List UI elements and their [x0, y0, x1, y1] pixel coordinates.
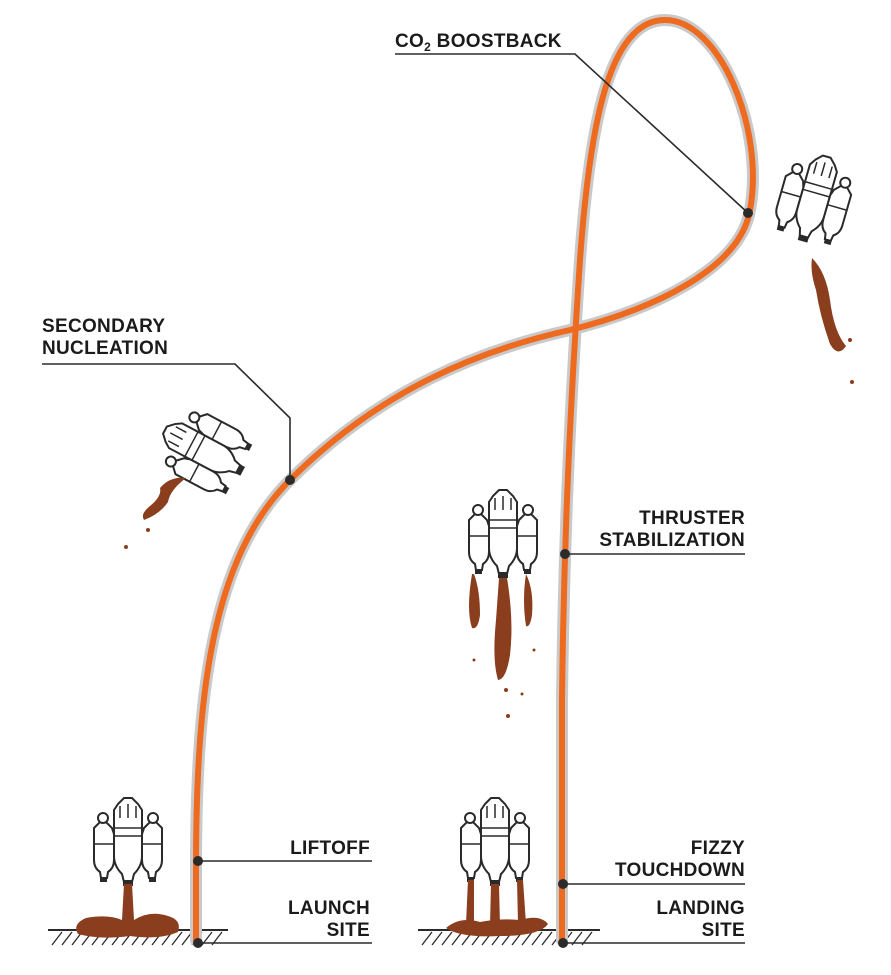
soda-splash-icon: [469, 574, 536, 718]
bottle-rocket-icon: [468, 489, 538, 579]
anchor-dots: [193, 208, 753, 948]
bottle-rocket-icon: [768, 146, 861, 252]
label-launch-site: LAUNCH SITE: [287, 898, 370, 941]
soda-splash-icon: [76, 884, 179, 938]
bottle-rocket-icon: [93, 797, 163, 887]
label-thruster-stabilization: THRUSTER STABILIZATION: [599, 508, 745, 551]
bottle-rocket-icon: [460, 797, 530, 887]
soda-splash-icon: [124, 477, 186, 549]
label-secondary-nucleation: SECONDARY NUCLEATION: [42, 316, 169, 359]
label-liftoff: LIFTOFF: [290, 838, 370, 859]
label-co2-boostback: CO2 BOOSTBACK: [395, 31, 562, 54]
soda-splash-icon: [446, 880, 548, 937]
leader-lines: [42, 53, 749, 944]
label-fizzy-touchdown: FIZZY TOUCHDOWN: [614, 838, 745, 881]
trajectory-path: [190, 13, 759, 946]
label-landing-site: LANDING SITE: [656, 898, 745, 941]
soda-splash-icon: [811, 258, 854, 384]
